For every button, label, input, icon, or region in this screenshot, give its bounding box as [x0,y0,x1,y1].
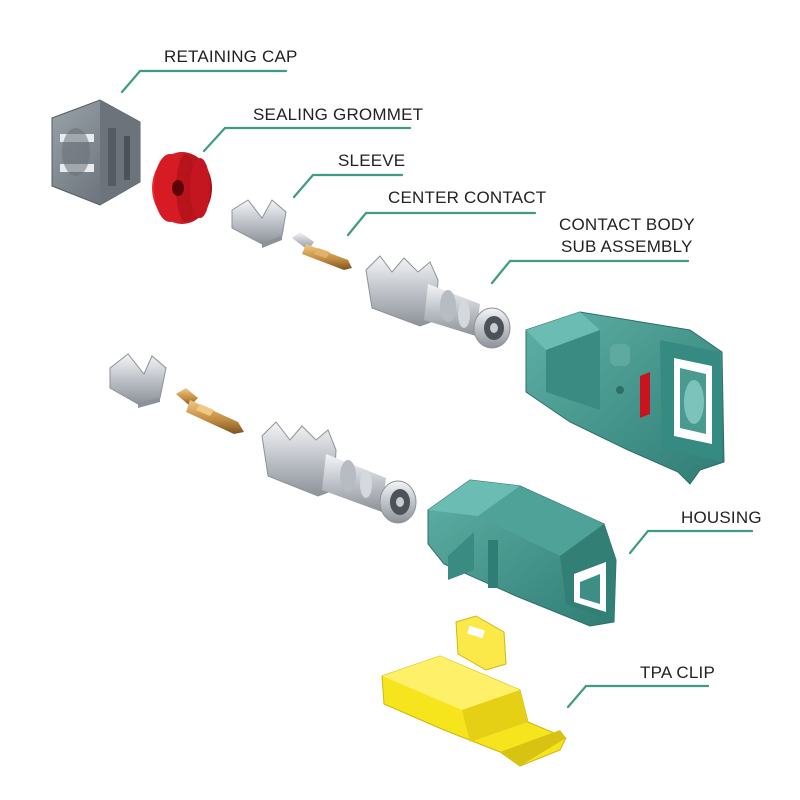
label-contact-body-line1: CONTACT BODY [559,215,695,234]
label-sealing-grommet: SEALING GROMMET [253,105,423,124]
label-retaining-cap: RETAINING CAP [164,47,298,66]
housing-part [427,479,617,627]
sleeve-part-bottom [109,353,167,408]
leader-tpa-clip [566,684,710,709]
retaining-cap-part [51,99,141,206]
center-contact-part-top [292,232,352,270]
leader-sleeve [292,173,404,199]
leader-housing [628,529,754,555]
label-housing: HOUSING [681,508,762,527]
contact-body-part-bottom [261,421,417,524]
labels: RETAINING CAP SEALING GROMMET SLEEVE CEN… [164,47,762,682]
label-center-contact: CENTER CONTACT [388,188,546,207]
label-sleeve: SLEEVE [338,151,405,170]
sealing-grommet-part [152,152,212,224]
contact-body-housing-part [525,311,725,485]
leader-lines [120,69,754,709]
leader-sealing-grommet [202,126,412,153]
leader-contact-body [490,259,690,285]
center-contact-part-bottom [176,388,244,434]
label-tpa-clip: TPA CLIP [640,663,715,682]
leader-center-contact [346,211,537,237]
leader-retaining-cap [120,69,288,94]
contact-body-part-top [365,255,511,349]
tpa-clip-part [381,615,567,767]
sleeve-part-top [231,199,287,248]
label-contact-body-line2: SUB ASSEMBLY [561,237,693,256]
